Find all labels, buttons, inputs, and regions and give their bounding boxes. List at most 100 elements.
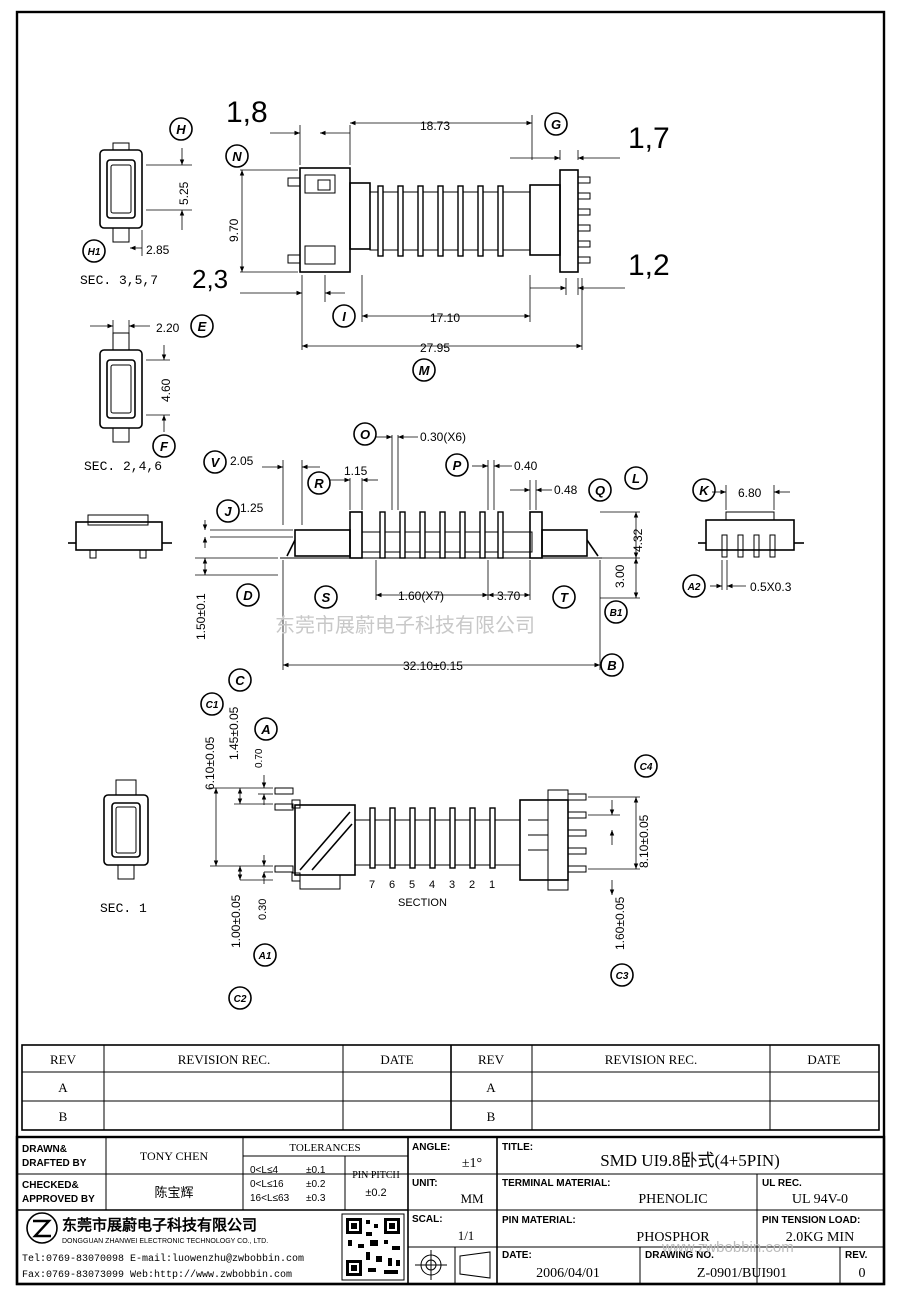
- dim-0-5x0-3: 0.5X0.3: [750, 580, 792, 594]
- callout-i: I: [332, 304, 356, 328]
- scale-value: 1/1: [458, 1228, 475, 1243]
- callout-j: J: [216, 499, 240, 523]
- title-label: TITLE:: [502, 1142, 533, 1153]
- section-label: SECTION: [398, 897, 447, 909]
- projection-symbol: [415, 1250, 491, 1280]
- dim-2-3: 2,3: [192, 264, 228, 294]
- svg-text:C1: C1: [206, 700, 219, 711]
- angle-value: ±1°: [462, 1156, 482, 1171]
- company-email: E-mail:luowenzhu@zwbobbin.com: [130, 1253, 304, 1265]
- dim-3-00: 3.00: [613, 564, 627, 588]
- rev-col-2: REV: [478, 1052, 505, 1067]
- pin-tension-label: PIN TENSION LOAD:: [762, 1215, 860, 1226]
- rev-row-a-1: A: [58, 1080, 68, 1095]
- tol-range-1: 0<L≤4: [250, 1165, 278, 1176]
- svg-text:H1: H1: [88, 247, 101, 258]
- callout-a: A: [254, 717, 278, 741]
- callout-p: P: [445, 453, 469, 477]
- left-side-view: [68, 514, 172, 559]
- callout-d: D: [236, 583, 260, 607]
- callout-b1: B1: [604, 600, 628, 624]
- svg-text:G: G: [551, 117, 561, 132]
- svg-text:B1: B1: [610, 608, 623, 619]
- svg-text:Q: Q: [595, 483, 605, 498]
- top-view: 1,8 18.73 1,7 9.70 2,3 1,2 17.10 27.95: [192, 96, 670, 355]
- right-side-view: 6.80 0.5X0.3: [698, 485, 804, 594]
- svg-text:2: 2: [469, 879, 475, 891]
- title-block: DRAWN& DRAFTED BY TONY CHEN CHECKED& APP…: [15, 1135, 886, 1286]
- svg-text:A2: A2: [687, 582, 701, 593]
- svg-text:7: 7: [369, 879, 375, 891]
- watermark-url: www.zwbobbin.com: [661, 1239, 794, 1256]
- callout-m: M: [412, 358, 436, 382]
- svg-text:4: 4: [429, 879, 435, 891]
- drawn-by-value: TONY CHEN: [140, 1149, 209, 1163]
- svg-text:O: O: [360, 427, 370, 442]
- callout-h: H: [169, 117, 193, 141]
- svg-text:1: 1: [489, 879, 495, 891]
- svg-text:D: D: [243, 588, 253, 603]
- svg-text:V: V: [211, 455, 221, 470]
- svg-text:N: N: [232, 149, 242, 164]
- dim-5-25: 5.25: [177, 181, 191, 205]
- rev-rec-col-1: REVISION REC.: [178, 1052, 270, 1067]
- svg-text:C: C: [235, 673, 245, 688]
- dim-0-40: 0.40: [514, 459, 538, 473]
- ul-rec-value: UL 94V-0: [792, 1192, 848, 1207]
- company-name-cn: 东莞市展蔚电子科技有限公司: [62, 1216, 257, 1234]
- rev-label: REV.: [845, 1250, 868, 1261]
- callout-c: C: [228, 668, 252, 692]
- callout-q: Q: [588, 478, 612, 502]
- svg-text:C4: C4: [640, 762, 653, 773]
- svg-text:5: 5: [409, 879, 415, 891]
- unit-value: MM: [460, 1191, 484, 1206]
- pin-tension-value: 2.0KG MIN: [786, 1230, 854, 1245]
- dim-4-60: 4.60: [159, 378, 173, 402]
- dim-2-20: 2.20: [156, 321, 180, 335]
- dim-2-05: 2.05: [230, 454, 254, 468]
- callout-a2: A2: [682, 574, 706, 598]
- dim-32-10: 32.10±0.15: [403, 659, 463, 673]
- company-name-en: DONGGUAN ZHANWEI ELECTRONIC TECHNOLOGY C…: [62, 1238, 268, 1245]
- revision-table: REV REVISION REC. DATE REV REVISION REC.…: [21, 1044, 880, 1131]
- unit-label: UNIT:: [412, 1178, 438, 1189]
- callout-t: T: [552, 585, 576, 609]
- callout-c3: C3: [610, 963, 634, 987]
- title-value: SMD UI9.8卧式(4+5PIN): [600, 1151, 780, 1170]
- sec-1-view: SEC. 1: [100, 779, 149, 916]
- dim-9-70: 9.70: [227, 218, 241, 242]
- bottom-view: 7 6 5 4 3 2 1 SECTION 6.10±0.05 1.45±0.0…: [203, 706, 651, 950]
- dim-0-48: 0.48: [554, 483, 578, 497]
- dim-1-00: 1.00±0.05: [229, 894, 243, 948]
- drawing-no-value: Z-0901/BUI901: [697, 1266, 787, 1281]
- svg-text:J: J: [224, 504, 232, 519]
- callout-c4: C4: [634, 754, 658, 778]
- company-web: Web:http://www.zwbobbin.com: [130, 1269, 292, 1281]
- callout-o: O: [353, 422, 377, 446]
- callout-l: L: [624, 466, 648, 490]
- tol-range-2: 0<L≤16: [250, 1179, 284, 1190]
- dim-1-60: 1.60±0.05: [613, 896, 627, 950]
- pin-material-value: PHOSPHOR: [636, 1230, 710, 1245]
- svg-text:A1: A1: [258, 951, 272, 962]
- dim-1-7: 1,7: [628, 122, 670, 155]
- dim-6-10: 6.10±0.05: [203, 736, 217, 790]
- svg-text:F: F: [160, 439, 169, 454]
- rev-col-1: REV: [50, 1052, 77, 1067]
- rev-row-b-2: B: [487, 1109, 496, 1124]
- svg-text:6: 6: [389, 879, 395, 891]
- dim-1-2: 1,2: [628, 249, 670, 282]
- pin-pitch-value: ±0.2: [365, 1187, 386, 1199]
- svg-text:K: K: [699, 483, 710, 498]
- dim-1-60x7: 1.60(X7): [398, 589, 444, 603]
- dim-2-85: 2.85: [146, 243, 170, 257]
- callout-f: F: [152, 434, 176, 458]
- svg-text:3: 3: [449, 879, 455, 891]
- dim-3-70: 3.70: [497, 589, 521, 603]
- front-view: 2.05 1.15 0.30(X6) 0.40 0.48 1.25 4.32 3…: [194, 430, 645, 673]
- dim-17-10: 17.10: [430, 311, 460, 325]
- drafted-label: DRAFTED BY: [22, 1158, 87, 1169]
- sec-357-label: SEC. 3,5,7: [80, 273, 158, 288]
- tolerances-label: TOLERANCES: [289, 1142, 360, 1154]
